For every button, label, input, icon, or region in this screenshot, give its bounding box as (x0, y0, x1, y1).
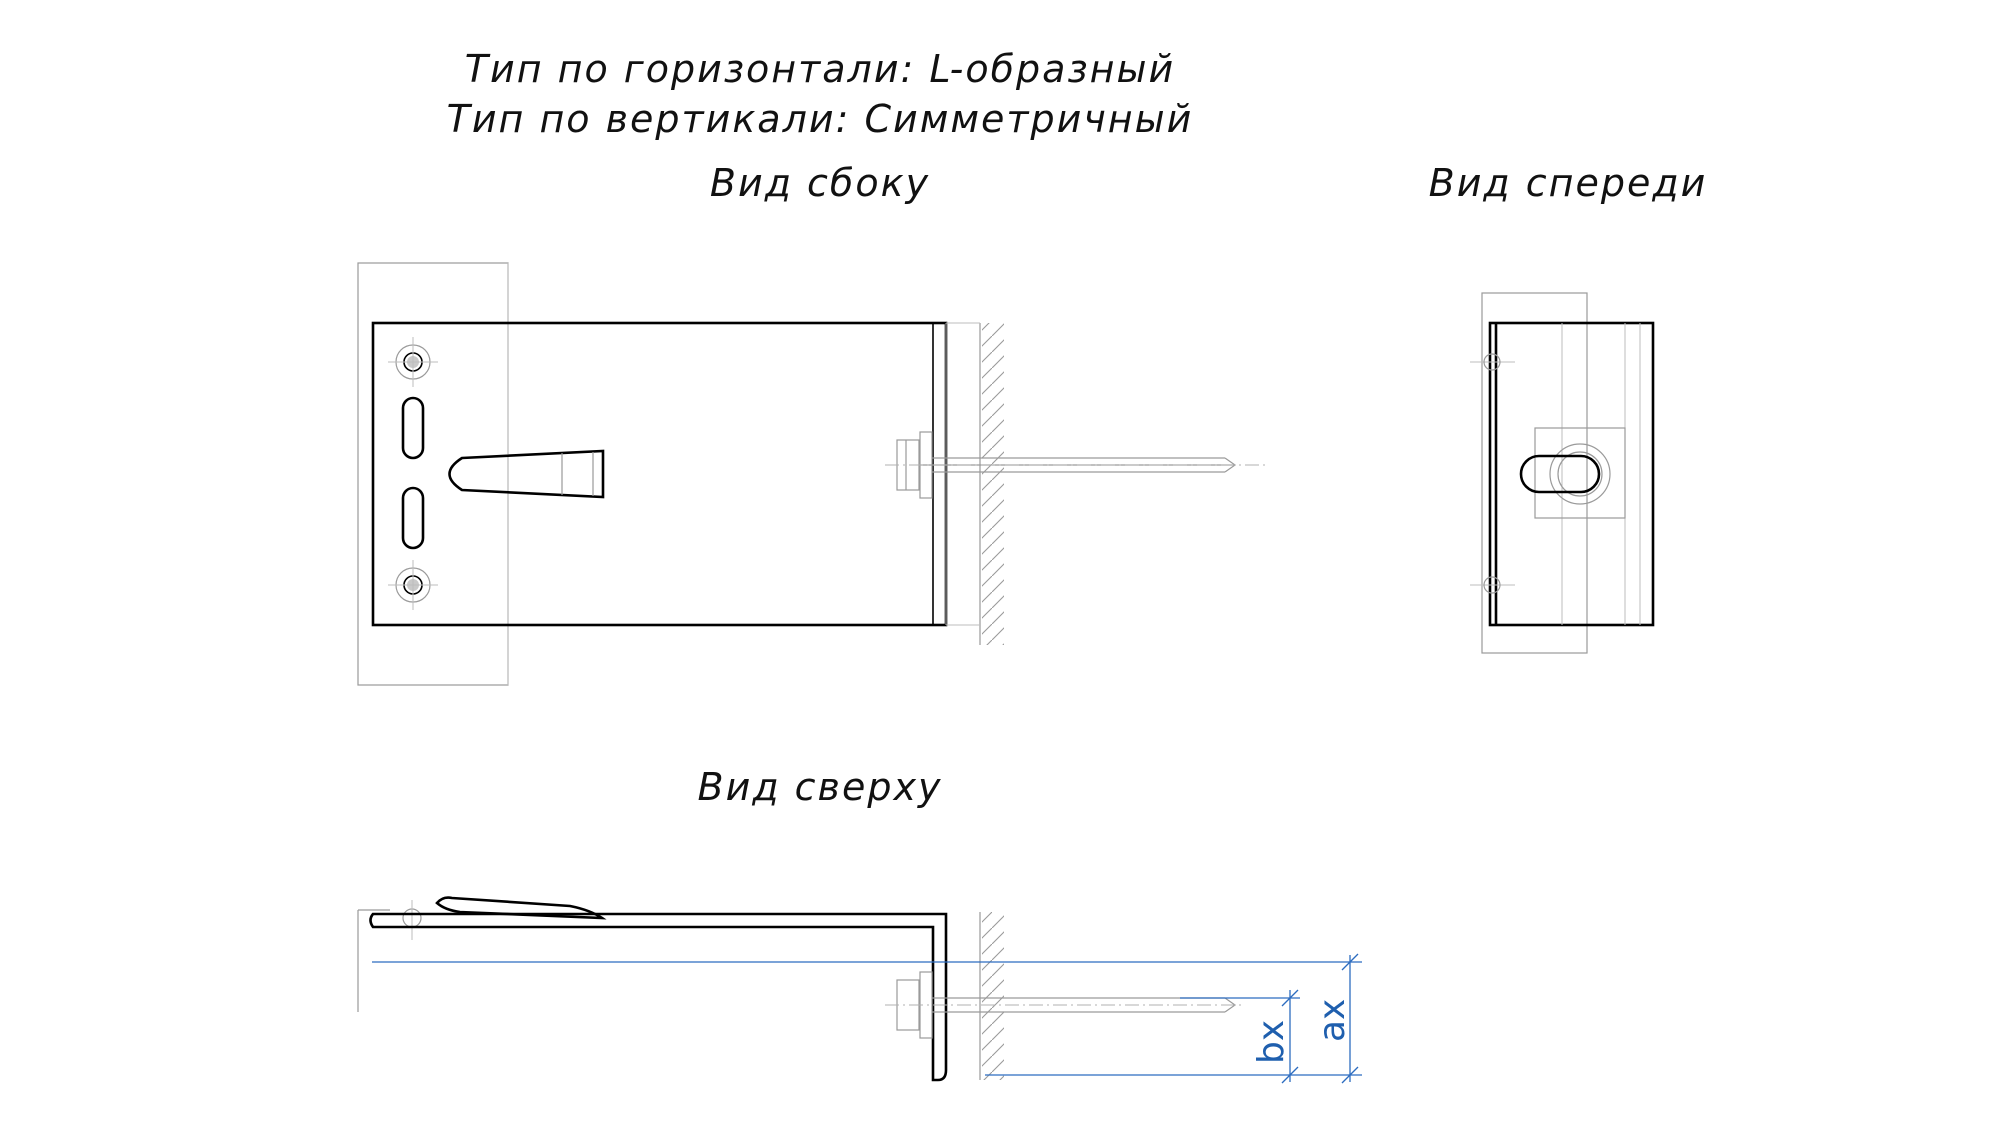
front-view (1470, 292, 1655, 654)
top-view-tab (435, 896, 607, 920)
front-view-title: Вид спереди (1429, 161, 1708, 205)
horizontal-type-label: Тип по горизонтали: L-образный (465, 47, 1175, 91)
vertical-type-label: Тип по вертикали: Симметричный (447, 97, 1194, 141)
rivet-bottom (388, 560, 438, 610)
top-view: ax bx (357, 896, 1362, 1084)
slot-upper (401, 396, 425, 460)
side-view-title: Вид сбоку (710, 161, 930, 205)
bracket-plate (371, 321, 948, 627)
dimension-label-ax: ax (1312, 999, 1353, 1042)
tapered-tab (448, 449, 605, 499)
side-view (357, 262, 1265, 686)
front-view-plate (1488, 321, 1655, 627)
anchor-bolt-top (885, 971, 1245, 1039)
rivet-top (388, 337, 438, 387)
dimension-lines (372, 953, 1362, 1084)
side-view-profile-outline (357, 262, 509, 686)
dimension-label-bx: bx (1251, 1020, 1292, 1064)
top-view-title: Вид сверху (698, 765, 943, 809)
front-view-profile-outline (1481, 292, 1588, 654)
top-view-bracket (369, 912, 948, 1082)
wall-section (946, 322, 1004, 645)
front-view-slot (1519, 454, 1601, 494)
slot-lower (401, 486, 425, 550)
anchor-bolt-side (885, 431, 1265, 499)
